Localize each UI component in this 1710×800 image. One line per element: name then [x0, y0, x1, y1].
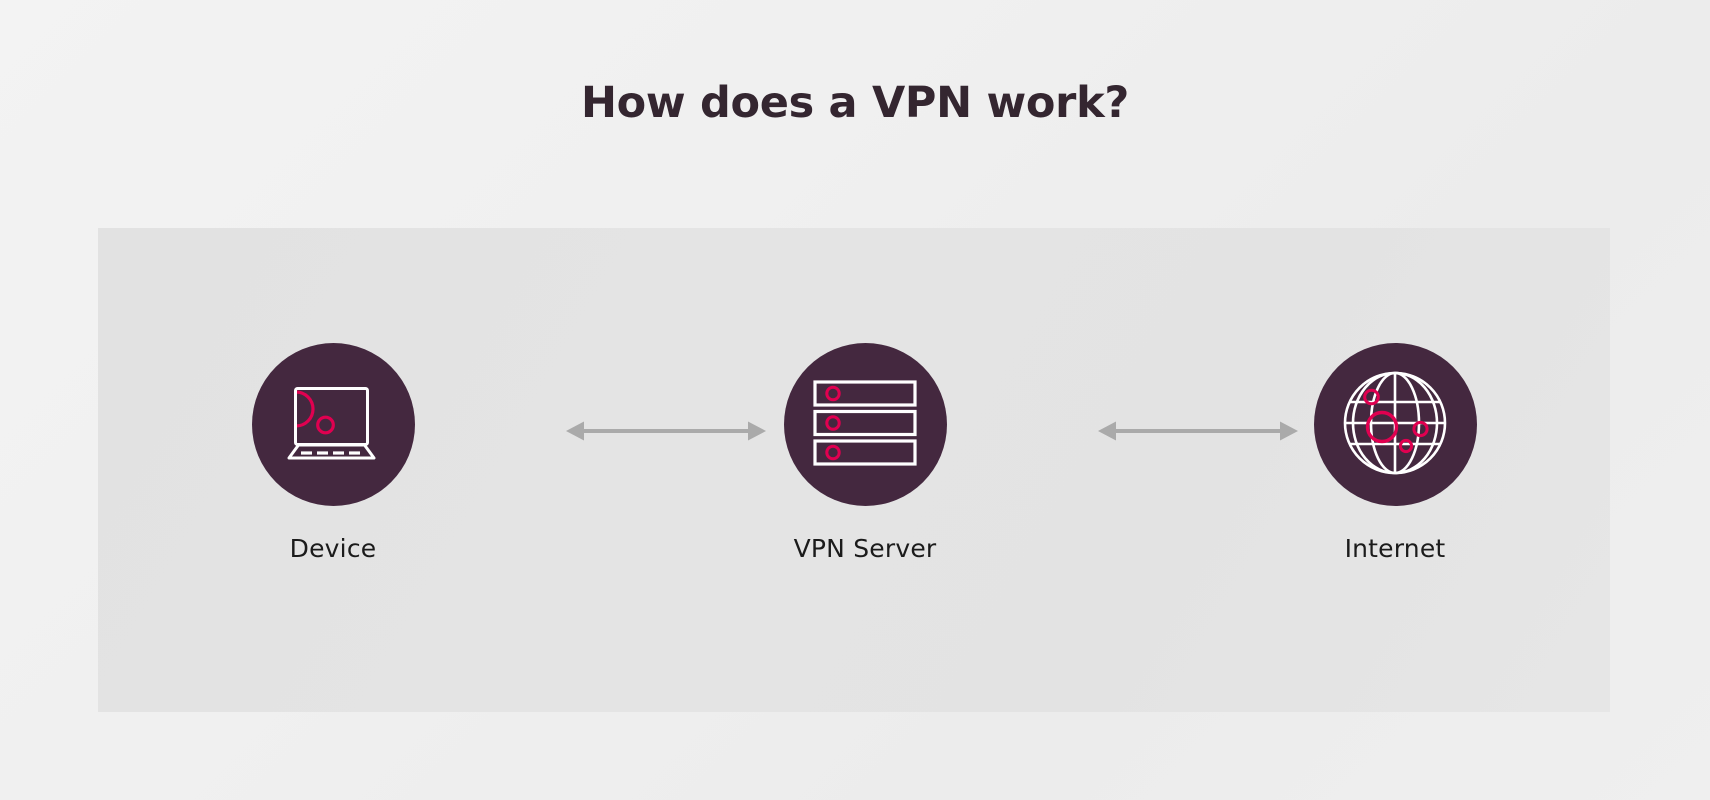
connector-device-to-server: [566, 416, 766, 446]
node-label-device: Device: [289, 534, 377, 563]
internet-disc: [1313, 343, 1477, 506]
laptop-icon: [278, 378, 388, 472]
vpn-server-disc: [783, 343, 947, 506]
connector-server-to-internet: [1098, 416, 1298, 446]
double-arrow-icon: [566, 421, 766, 450]
device-disc: [251, 343, 415, 506]
diagram-node-internet[interactable]: Internet: [1275, 343, 1515, 563]
page-title: How does a VPN work?: [580, 78, 1130, 128]
server-rack-icon: [813, 379, 917, 470]
diagram-node-device[interactable]: Device: [213, 343, 453, 563]
diagram-node-vpn-server[interactable]: VPN Server: [745, 343, 985, 563]
globe-icon: [1341, 369, 1449, 481]
diagram-nodes-row: Device: [98, 228, 1610, 712]
diagram-panel: Device: [98, 228, 1610, 712]
double-arrow-icon: [1098, 421, 1298, 450]
node-label-internet: Internet: [1344, 534, 1446, 563]
node-label-vpn-server: VPN Server: [793, 534, 937, 563]
